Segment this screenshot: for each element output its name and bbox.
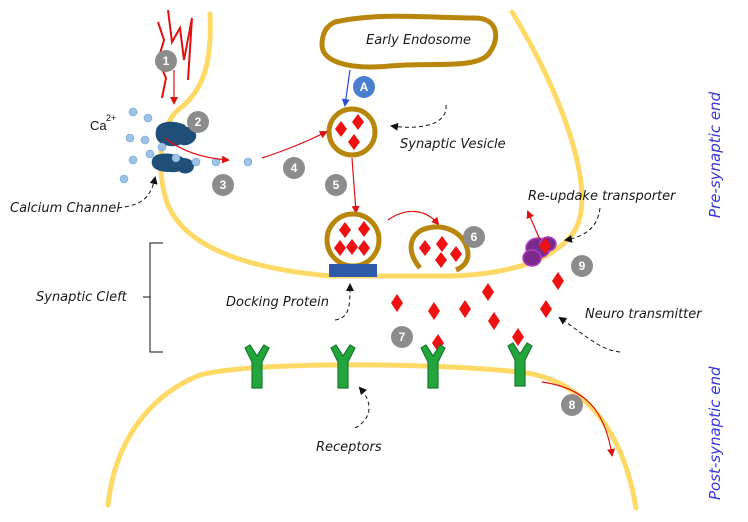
calcium-charge-label: 2+	[106, 113, 116, 123]
svg-text:1: 1	[163, 54, 170, 68]
calcium-ions	[119, 107, 253, 184]
receptors	[244, 342, 533, 389]
docking-protein	[329, 264, 377, 277]
svg-text:5: 5	[333, 178, 340, 192]
svg-text:2: 2	[195, 115, 202, 129]
step-badge-8: 8	[561, 394, 583, 416]
step-badge-2: 2	[187, 111, 209, 133]
pre-synaptic-label: Pre-synaptic end	[706, 91, 724, 218]
synaptic-cleft-label: Synaptic Cleft	[36, 290, 128, 305]
svg-text:9: 9	[579, 259, 586, 273]
neurotransmitters	[391, 272, 564, 352]
step-badge-4: 4	[283, 157, 305, 179]
post-synaptic-membrane	[105, 362, 639, 511]
early-endosome-label: Early Endosome	[366, 33, 471, 48]
pre-synaptic-membrane	[158, 9, 585, 279]
step-a-badge: A	[353, 76, 375, 98]
step-badge-9: 9	[571, 255, 593, 277]
synaptic-vesicle-label: Synaptic Vesicle	[400, 137, 506, 152]
svg-text:3: 3	[220, 178, 227, 192]
synaptic-vesicle-docked	[324, 211, 382, 269]
step-badge-7: 7	[391, 326, 413, 348]
svg-text:7: 7	[399, 330, 406, 344]
reuptake-transporter-label: Re-updake transporter	[528, 189, 677, 204]
step-badge-3: 3	[212, 174, 234, 196]
docking-protein-label: Docking Protein	[226, 295, 329, 310]
synaptic-vesicle-top	[326, 106, 378, 158]
neuro-transmitter-label: Neuro transmitter	[585, 307, 703, 322]
svg-text:6: 6	[471, 230, 478, 244]
svg-text:8: 8	[569, 398, 576, 412]
calcium-channel-label: Calcium Channel	[10, 201, 120, 216]
step-badge-5: 5	[325, 174, 347, 196]
reuptake-transporter	[522, 236, 557, 267]
step-badge-1: 1	[155, 50, 177, 72]
svg-text:A: A	[360, 80, 369, 94]
svg-text:4: 4	[291, 161, 298, 175]
calcium-ion-label: Ca	[90, 118, 107, 133]
step-badge-6: 6	[463, 226, 485, 248]
fusing-vesicle	[408, 224, 471, 273]
receptors-label: Receptors	[316, 440, 382, 455]
post-synaptic-label: Post-synaptic end	[706, 366, 724, 500]
synaptic-cleft-bracket	[143, 242, 163, 353]
early-endosome	[319, 13, 499, 70]
